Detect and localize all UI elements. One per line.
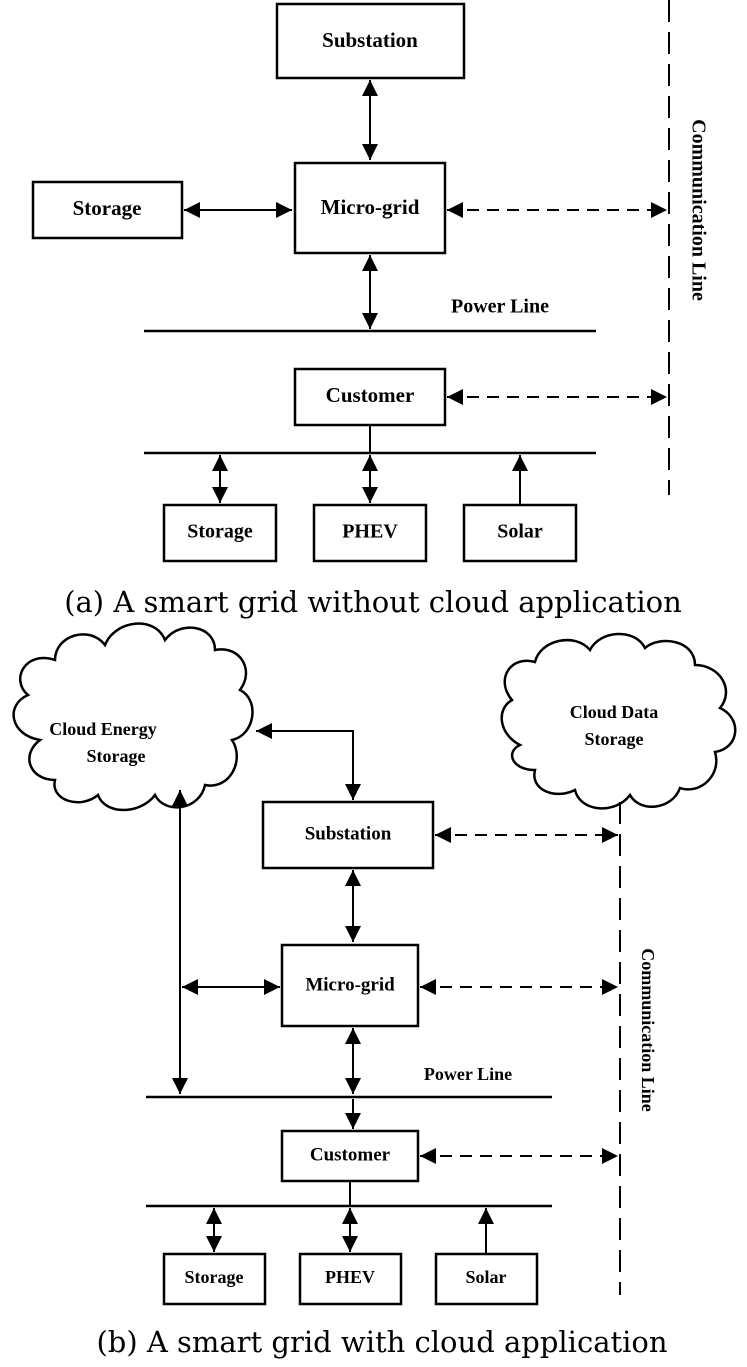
cloud-energy-storage-node: Cloud Energy Storage xyxy=(12,622,254,812)
svg-text:Micro-grid: Micro-grid xyxy=(321,195,420,219)
svg-text:Storage: Storage xyxy=(187,521,253,543)
arrow-cloud-energy-substation-end xyxy=(256,723,354,800)
power-line-label-b: Power Line xyxy=(424,1064,512,1084)
svg-text:Solar: Solar xyxy=(497,521,543,543)
svg-text:Solar: Solar xyxy=(465,1267,506,1287)
storage-small-node-a: Storage xyxy=(162,503,278,563)
caption-b: (b) A smart grid with cloud application xyxy=(96,1325,667,1359)
storage-small-node-b: Storage xyxy=(162,1252,267,1306)
panel-a: Communication Line Substation Storage Mi… xyxy=(31,0,709,619)
svg-text:Cloud Data: Cloud Data xyxy=(570,702,659,722)
svg-text:Customer: Customer xyxy=(310,1144,391,1165)
svg-text:Storage: Storage xyxy=(87,746,146,766)
power-line-label-a: Power Line xyxy=(451,296,549,318)
microgrid-node-a: Micro-grid xyxy=(293,161,447,255)
svg-text:Micro-grid: Micro-grid xyxy=(305,974,395,995)
phev-node-a: PHEV xyxy=(312,503,428,563)
panel-b: Cloud Energy Storage Cloud Data Storage … xyxy=(12,622,737,1359)
svg-text:PHEV: PHEV xyxy=(342,521,398,543)
solar-node-a: Solar xyxy=(462,503,578,563)
communication-line-label-a: Communication Line xyxy=(687,119,709,301)
svg-text:PHEV: PHEV xyxy=(325,1267,375,1287)
phev-node-b: PHEV xyxy=(298,1252,403,1306)
substation-node-a: Substation xyxy=(275,2,466,80)
customer-node-a: Customer xyxy=(293,367,447,427)
svg-text:Substation: Substation xyxy=(305,823,392,844)
microgrid-node-b: Micro-grid xyxy=(280,943,420,1028)
communication-line-label-b: Communication Line xyxy=(638,948,658,1112)
svg-text:Substation: Substation xyxy=(322,28,418,52)
storage-node-a: Storage xyxy=(31,180,184,240)
svg-text:Storage: Storage xyxy=(73,196,142,220)
customer-node-b: Customer xyxy=(280,1129,420,1183)
cloud-data-storage-node: Cloud Data Storage xyxy=(500,632,737,810)
svg-text:Storage: Storage xyxy=(585,729,644,749)
substation-node-b: Substation xyxy=(261,800,435,870)
svg-text:Customer: Customer xyxy=(326,383,415,407)
caption-a: (a) A smart grid without cloud applicati… xyxy=(64,585,682,619)
svg-text:Cloud Energy: Cloud Energy xyxy=(49,719,157,739)
solar-node-b: Solar xyxy=(434,1252,539,1306)
svg-text:Storage: Storage xyxy=(185,1267,244,1287)
